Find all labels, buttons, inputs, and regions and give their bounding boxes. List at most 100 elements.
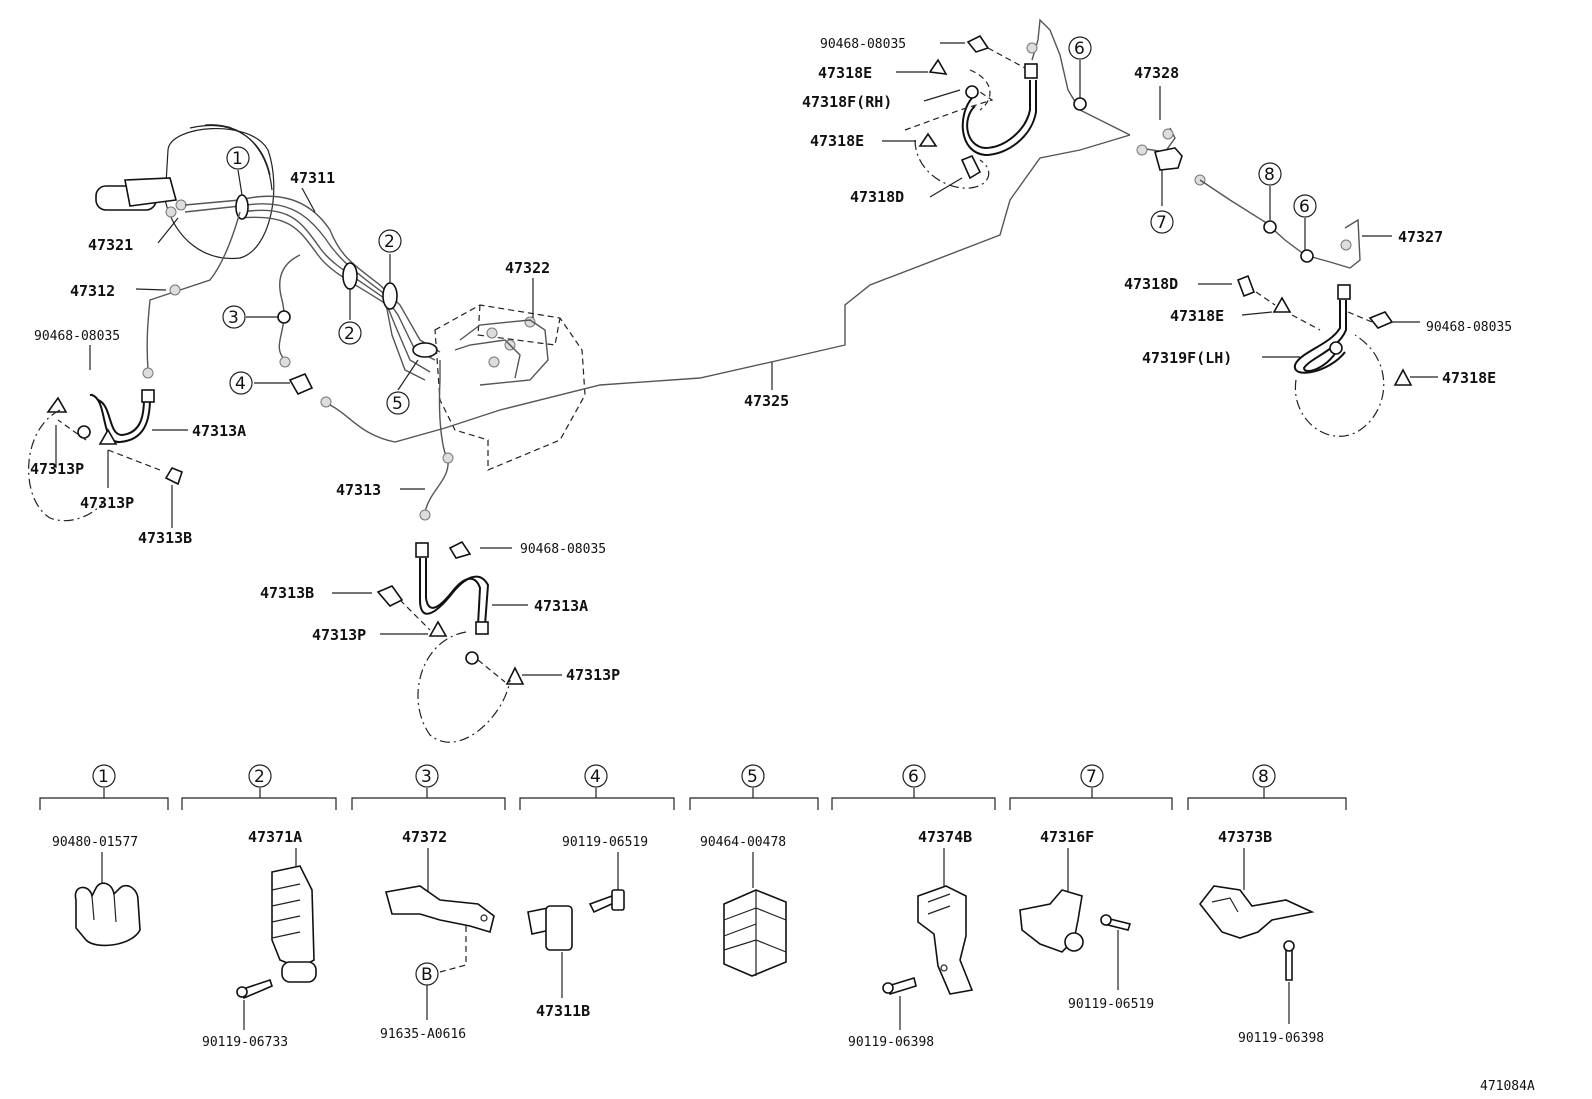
label-47372: 47372 <box>402 828 447 846</box>
rear-left-line <box>1136 127 1413 437</box>
svg-text:4: 4 <box>590 767 601 787</box>
front-right-line <box>376 360 525 743</box>
label-47371a: 47371A <box>248 828 302 846</box>
svg-text:8: 8 <box>1258 767 1269 787</box>
detail-ref-circle-3: 3 <box>415 764 439 788</box>
label-47312: 47312 <box>70 282 115 300</box>
ref-circle-1: 1 <box>226 146 250 170</box>
ref-circle-7: 7 <box>1150 210 1174 234</box>
svg-text:5: 5 <box>747 767 758 787</box>
callout-b: B <box>421 965 433 985</box>
label-47311b: 47311B <box>536 1002 590 1020</box>
label-90468-08035-rear-right: 90468-08035 <box>820 37 906 52</box>
actuator-block <box>434 304 586 471</box>
label-47318d-rear-left: 47318D <box>1124 275 1178 293</box>
svg-text:3: 3 <box>228 308 239 328</box>
svg-text:6: 6 <box>1074 39 1085 59</box>
label-47322: 47322 <box>505 259 550 277</box>
detail-2-clamp: 47371A 90119-06733 <box>202 828 317 1050</box>
label-47318e-rear-left-2: 47318E <box>1442 369 1496 387</box>
label-90119-06519-detail-7: 90119-06519 <box>1068 997 1154 1012</box>
label-47313b-front-right: 47313B <box>260 584 314 602</box>
label-47373b: 47373B <box>1218 828 1272 846</box>
part-labels: 47311 47321 47312 90468-08035 47313A 473… <box>30 37 1512 684</box>
ref-circle-3: 3 <box>222 305 246 329</box>
svg-text:5: 5 <box>392 394 403 414</box>
label-47374b: 47374B <box>918 828 972 846</box>
label-47313p-front-left-2: 47313P <box>80 494 134 512</box>
label-90119-06398-detail-6: 90119-06398 <box>848 1035 934 1050</box>
label-47319f-lh: 47319F(LH) <box>1142 349 1232 367</box>
label-47318e-rear-right-1: 47318E <box>818 64 872 82</box>
clip-3-4-lines <box>277 134 1131 443</box>
rear-right-line <box>904 18 1131 189</box>
svg-text:8: 8 <box>1264 165 1275 185</box>
detail-brackets <box>39 788 1347 810</box>
front-left-line <box>28 211 241 522</box>
detail-6-bracket: 47374B 90119-06398 <box>848 828 974 1050</box>
detail-4-grommet: 90119-06519 47311B <box>527 835 648 1020</box>
label-47318e-rear-right-2: 47318E <box>810 132 864 150</box>
label-47313p-front-right-1: 47313P <box>312 626 366 644</box>
label-47313p-front-right-2: 47313P <box>566 666 620 684</box>
detail-ref-circle-7: 7 <box>1080 764 1104 788</box>
svg-text:6: 6 <box>908 767 919 787</box>
label-47316f: 47316F <box>1040 828 1094 846</box>
ref-circle-6-upper: 6 <box>1068 36 1092 60</box>
detail-5-clamp: 90464-00478 <box>700 835 787 977</box>
label-47318f-rh: 47318F(RH) <box>802 93 892 111</box>
label-47318d-rear-right: 47318D <box>850 188 904 206</box>
detail-row: 1 2 3 4 5 6 7 8 90480-01577 47371A 90119… <box>39 764 1347 1050</box>
ref-circle-5: 5 <box>386 391 410 415</box>
detail-ref-circle-5: 5 <box>741 764 765 788</box>
svg-text:6: 6 <box>1299 197 1310 217</box>
label-47321: 47321 <box>88 236 133 254</box>
label-90480-01577: 90480-01577 <box>52 835 138 850</box>
label-90468-08035-rear-left: 90468-08035 <box>1426 320 1512 335</box>
label-90119-06733: 90119-06733 <box>202 1035 288 1050</box>
label-47325: 47325 <box>744 392 789 410</box>
detail-ref-circle-4: 4 <box>584 764 608 788</box>
svg-text:2: 2 <box>254 767 265 787</box>
svg-text:7: 7 <box>1086 767 1097 787</box>
label-91635-a0616: 91635-A0616 <box>380 1027 466 1042</box>
diagram-id: 471084A <box>1480 1079 1535 1094</box>
detail-ref-circle-1: 1 <box>92 764 116 788</box>
detail-ref-circle-2: 2 <box>248 764 272 788</box>
label-47313a-front-right: 47313A <box>534 597 588 615</box>
front-pipe-bundle <box>184 194 441 381</box>
label-47313: 47313 <box>336 481 381 499</box>
svg-text:3: 3 <box>421 767 432 787</box>
svg-text:7: 7 <box>1156 213 1167 233</box>
label-47318e-rear-left-1: 47318E <box>1170 307 1224 325</box>
brake-booster-assembly <box>95 124 275 260</box>
label-47327: 47327 <box>1398 228 1443 246</box>
label-90464-00478: 90464-00478 <box>700 835 786 850</box>
label-90468-08035-front-left: 90468-08035 <box>34 329 120 344</box>
label-90119-06519-detail-4: 90119-06519 <box>562 835 648 850</box>
label-47313p-front-left-1: 47313P <box>30 460 84 478</box>
svg-text:1: 1 <box>98 767 109 787</box>
label-47311: 47311 <box>290 169 335 187</box>
detail-3-bracket: 47372 B 91635-A0616 <box>380 828 495 1042</box>
label-90119-06398-detail-8: 90119-06398 <box>1238 1031 1324 1046</box>
svg-text:1: 1 <box>232 149 243 169</box>
ref-circle-4: 4 <box>229 371 253 395</box>
label-90468-08035-front-right: 90468-08035 <box>520 542 606 557</box>
ref-circle-2-upper: 2 <box>378 229 402 253</box>
ref-circle-8: 8 <box>1258 162 1282 186</box>
label-47328: 47328 <box>1134 64 1179 82</box>
label-47313b-front-left: 47313B <box>138 529 192 547</box>
svg-text:4: 4 <box>235 374 246 394</box>
ref-circle-2-lower: 2 <box>338 321 362 345</box>
reference-callouts: 1 2 2 3 4 5 6 6 7 8 <box>222 36 1317 415</box>
detail-8-bracket: 47373B 90119-06398 <box>1198 828 1324 1046</box>
svg-text:2: 2 <box>344 324 355 344</box>
label-47313a-front-left: 47313A <box>192 422 246 440</box>
ref-circle-6-lower: 6 <box>1293 194 1317 218</box>
detail-ref-circle-6: 6 <box>902 764 926 788</box>
detail-ref-circle-8: 8 <box>1252 764 1276 788</box>
detail-1-clamp: 90480-01577 <box>52 835 141 947</box>
leader-lines <box>55 42 1438 676</box>
